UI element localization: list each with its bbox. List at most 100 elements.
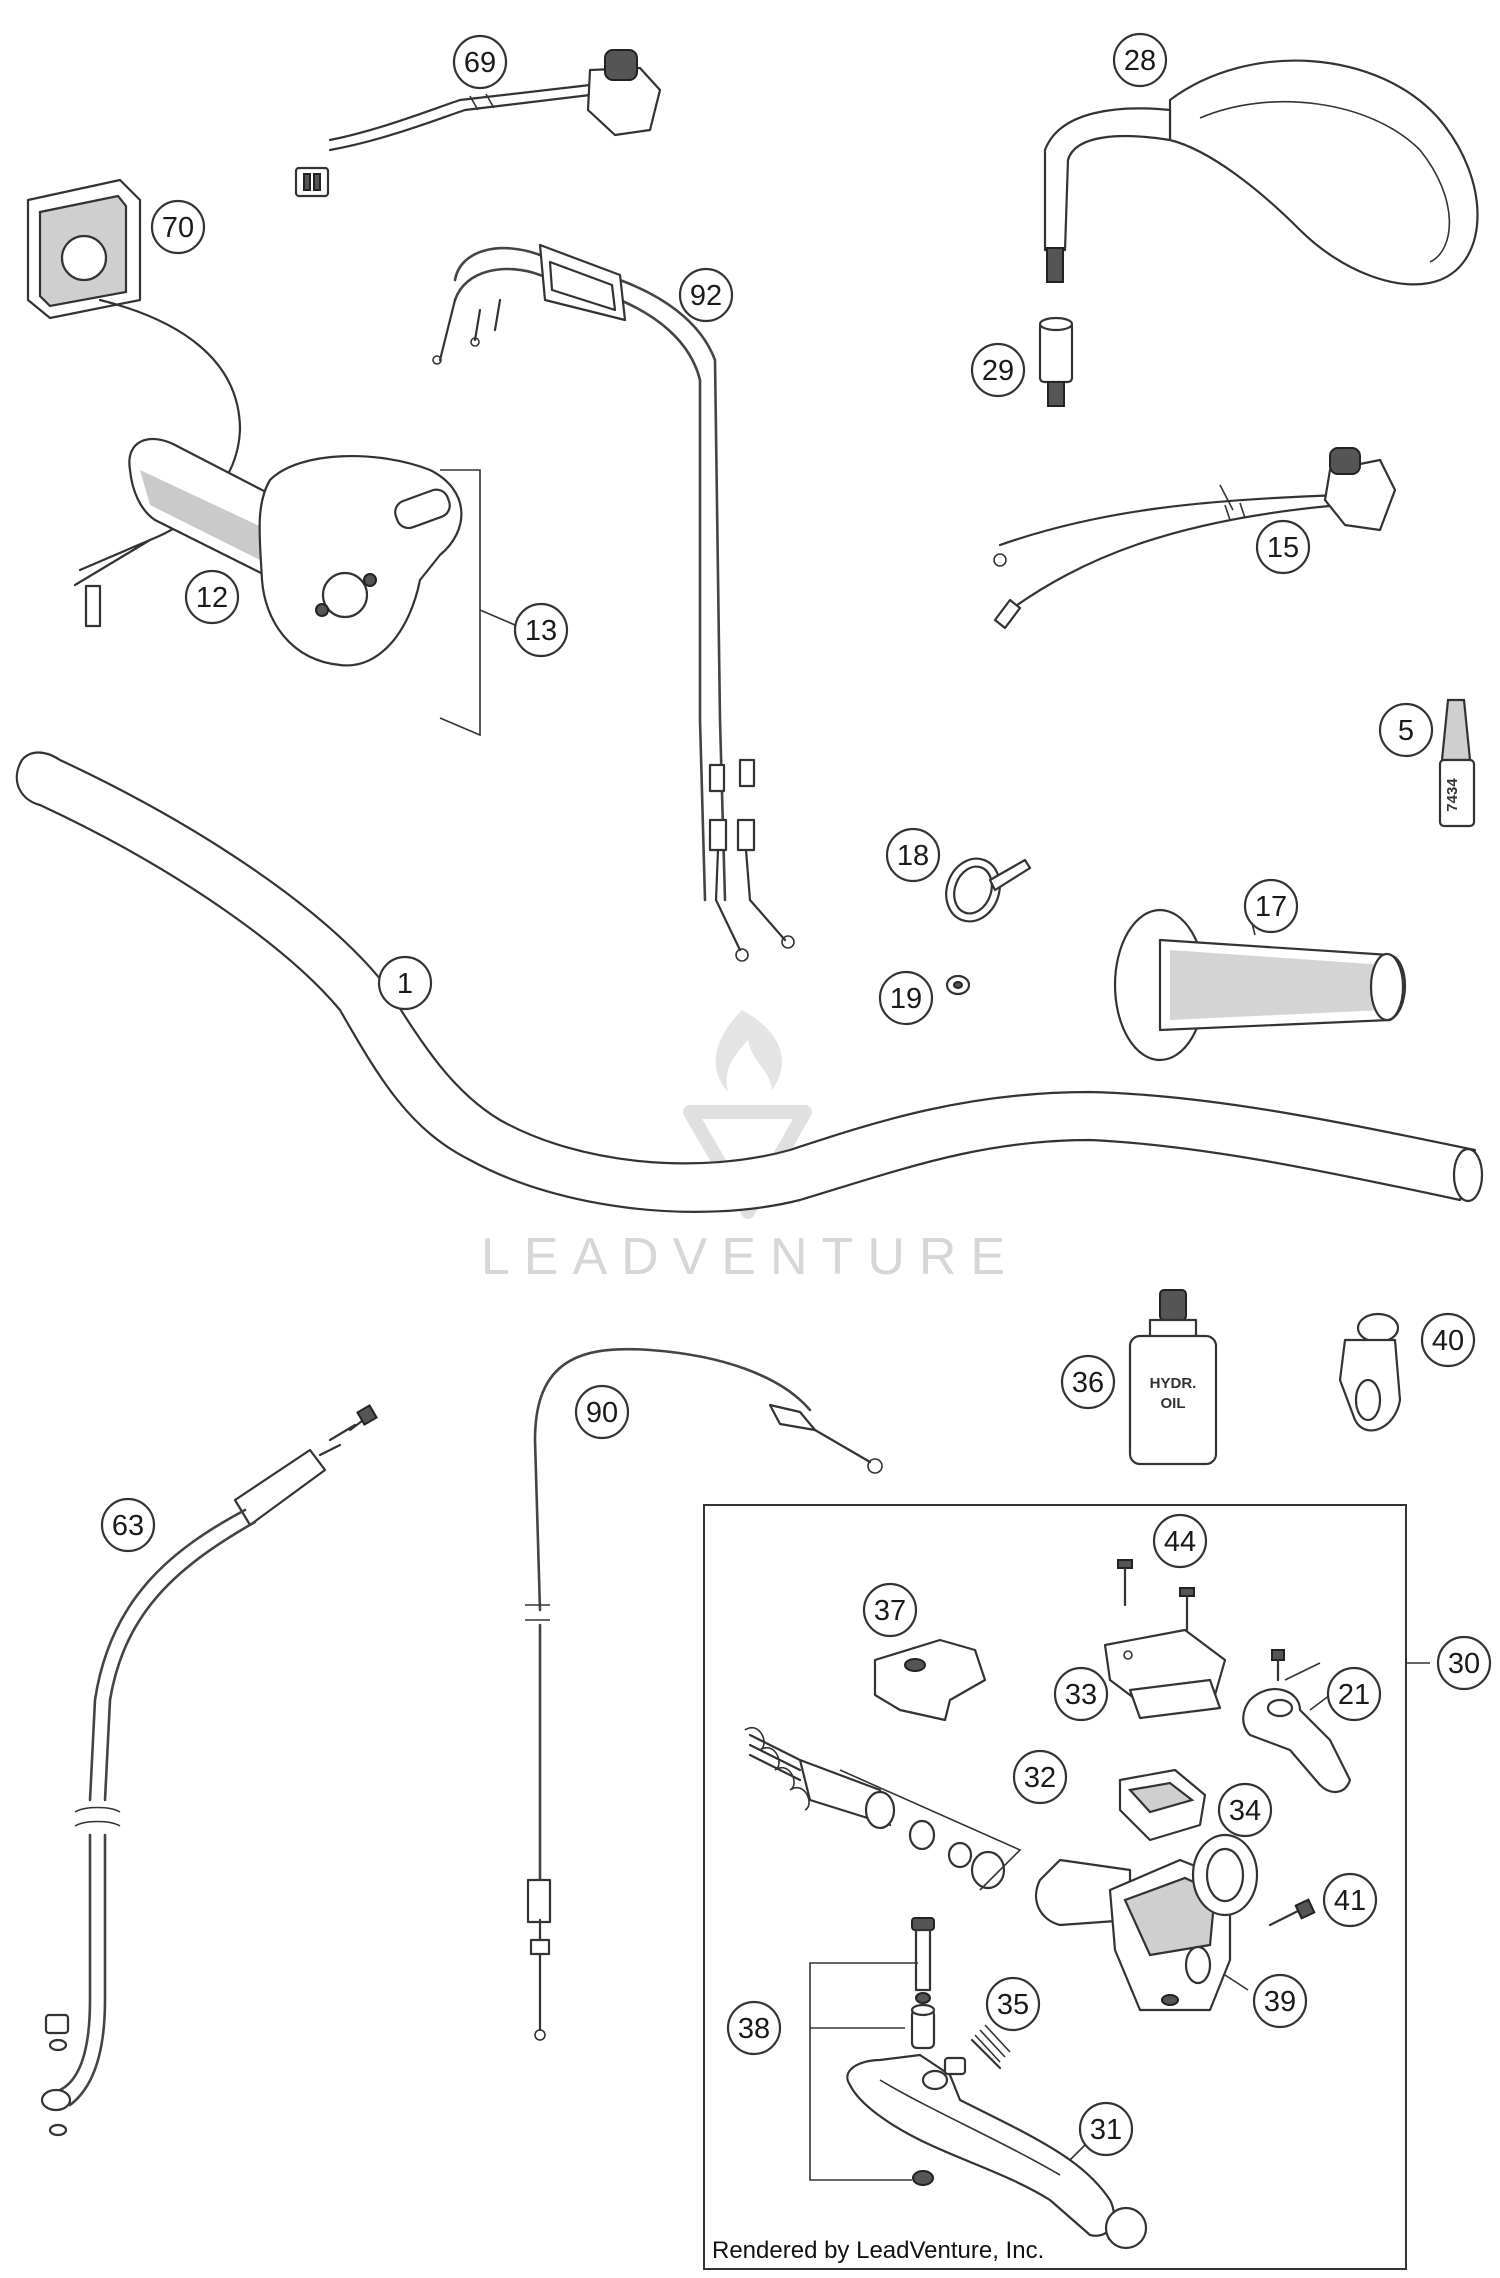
callout-circle [513, 602, 569, 658]
callout-circle [452, 34, 508, 90]
throttle-grip-12 [128, 437, 463, 667]
callout-circle [574, 1384, 630, 1440]
callouts: 69 70 92 28 29 12 13 15 5 18 17 1 19 36 40 90 63 44 37 30 33… [100, 32, 1492, 2157]
callout-number: 28 [1124, 45, 1156, 77]
callout-29: 29 [970, 342, 1026, 398]
watermark-text: LEADVENTURE [481, 1228, 1019, 1286]
callout-number: 70 [162, 212, 194, 244]
callout-number: 5 [1398, 715, 1414, 747]
callout-number: 34 [1229, 1795, 1261, 1827]
callout-63: 63 [100, 1497, 156, 1553]
callout-number: 31 [1090, 2114, 1122, 2146]
callout-circle [1378, 702, 1434, 758]
callout-18: 18 [885, 827, 941, 883]
leadventure-watermark: LEADVENTURE [481, 1010, 1019, 1286]
callout-circle [150, 199, 206, 255]
callout-number: 30 [1448, 1648, 1480, 1680]
callout-12: 12 [184, 569, 240, 625]
callout-number: 32 [1024, 1762, 1056, 1794]
callout-number: 29 [982, 355, 1014, 387]
cable-tie-18 [945, 857, 1032, 923]
callout-circle [878, 970, 934, 1026]
callout-31: 31 [1078, 2101, 1134, 2157]
credit-text: Rendered by LeadVenture, Inc. [712, 2237, 1044, 2264]
callout-circle [1420, 1312, 1476, 1368]
callout-92: 92 [678, 267, 734, 323]
callout-circle [1243, 878, 1299, 934]
screws-44 [1117, 1559, 1195, 1632]
callout-36: 36 [1060, 1354, 1116, 1410]
callout-41: 41 [1322, 1872, 1378, 1928]
adapter-29 [1038, 316, 1074, 407]
callout-number: 44 [1164, 1526, 1196, 1558]
spring-35 [970, 2024, 1011, 2070]
switch-69 [294, 49, 662, 198]
oil-label-line2: OIL [1161, 1395, 1186, 1412]
callout-28: 28 [1112, 32, 1168, 88]
throttle-cables-92 [432, 243, 795, 962]
callout-number: 13 [525, 615, 557, 647]
callout-44: 44 [1152, 1513, 1208, 1569]
callout-circle [1217, 1782, 1273, 1838]
callout-circle [377, 955, 433, 1011]
piston-32 [744, 1726, 1022, 1891]
callout-number: 63 [112, 1510, 144, 1542]
callout-13: 13 [513, 602, 569, 658]
callout-circle [1060, 1354, 1116, 1410]
callout-circle [1012, 1749, 1068, 1805]
callout-number: 33 [1065, 1679, 1097, 1711]
callout-17: 17 [1243, 878, 1299, 934]
callout-39: 39 [1252, 1973, 1308, 2029]
callout-number: 37 [874, 1595, 906, 1627]
callout-circle [1078, 2101, 1134, 2157]
callout-number: 41 [1334, 1885, 1366, 1917]
threadlocker-5: 7434 [1438, 698, 1476, 828]
clamp-40 [1338, 1312, 1402, 1432]
brake-lever-31 [846, 2053, 1148, 2250]
clamp-37 [873, 1638, 987, 1722]
callout-circle [1255, 519, 1311, 575]
callout-number: 35 [997, 1989, 1029, 2021]
callout-5: 5 [1378, 702, 1434, 758]
callout-circle [885, 827, 941, 883]
nut-19 [945, 974, 971, 996]
callout-number: 69 [464, 47, 496, 79]
part-34 [1118, 1768, 1207, 1842]
callout-33: 33 [1053, 1666, 1109, 1722]
clutch-cable-90 [525, 1347, 883, 2041]
switch-15 [993, 447, 1397, 630]
callout-number: 36 [1072, 1367, 1104, 1399]
callout-number: 40 [1432, 1325, 1464, 1357]
callout-circle [678, 267, 734, 323]
callout-number: 38 [738, 2013, 770, 2045]
callout-circle [970, 342, 1026, 398]
callout-circle [1436, 1635, 1492, 1691]
cap-number: 7434 [1444, 778, 1461, 812]
callout-90: 90 [574, 1384, 630, 1440]
callout-37: 37 [862, 1582, 918, 1638]
callout-circle [184, 569, 240, 625]
callout-1: 1 [377, 955, 433, 1011]
handlebar [15, 751, 1484, 1213]
part-21 [1242, 1688, 1352, 1793]
callout-number: 1 [397, 968, 413, 1000]
callout-69: 69 [452, 34, 508, 90]
callout-34: 34 [1217, 1782, 1273, 1838]
callout-15: 15 [1255, 519, 1311, 575]
callout-number: 39 [1264, 1986, 1296, 2018]
callout-circle [100, 1497, 156, 1553]
callout-40: 40 [1420, 1312, 1476, 1368]
cable-63 [40, 1404, 378, 2137]
callout-number: 92 [690, 280, 722, 312]
callout-number: 15 [1267, 532, 1299, 564]
callout-19: 19 [878, 970, 934, 1026]
callout-38: 38 [726, 2000, 782, 2056]
callout-number: 19 [890, 983, 922, 1015]
screw-41 [1268, 1898, 1316, 1927]
callout-30: 30 [1436, 1635, 1492, 1691]
switch-box-70 [26, 178, 242, 628]
callout-circle [985, 1976, 1041, 2032]
pin-38 [809, 1917, 936, 2186]
master-cylinder-39 [1035, 1833, 1259, 2012]
